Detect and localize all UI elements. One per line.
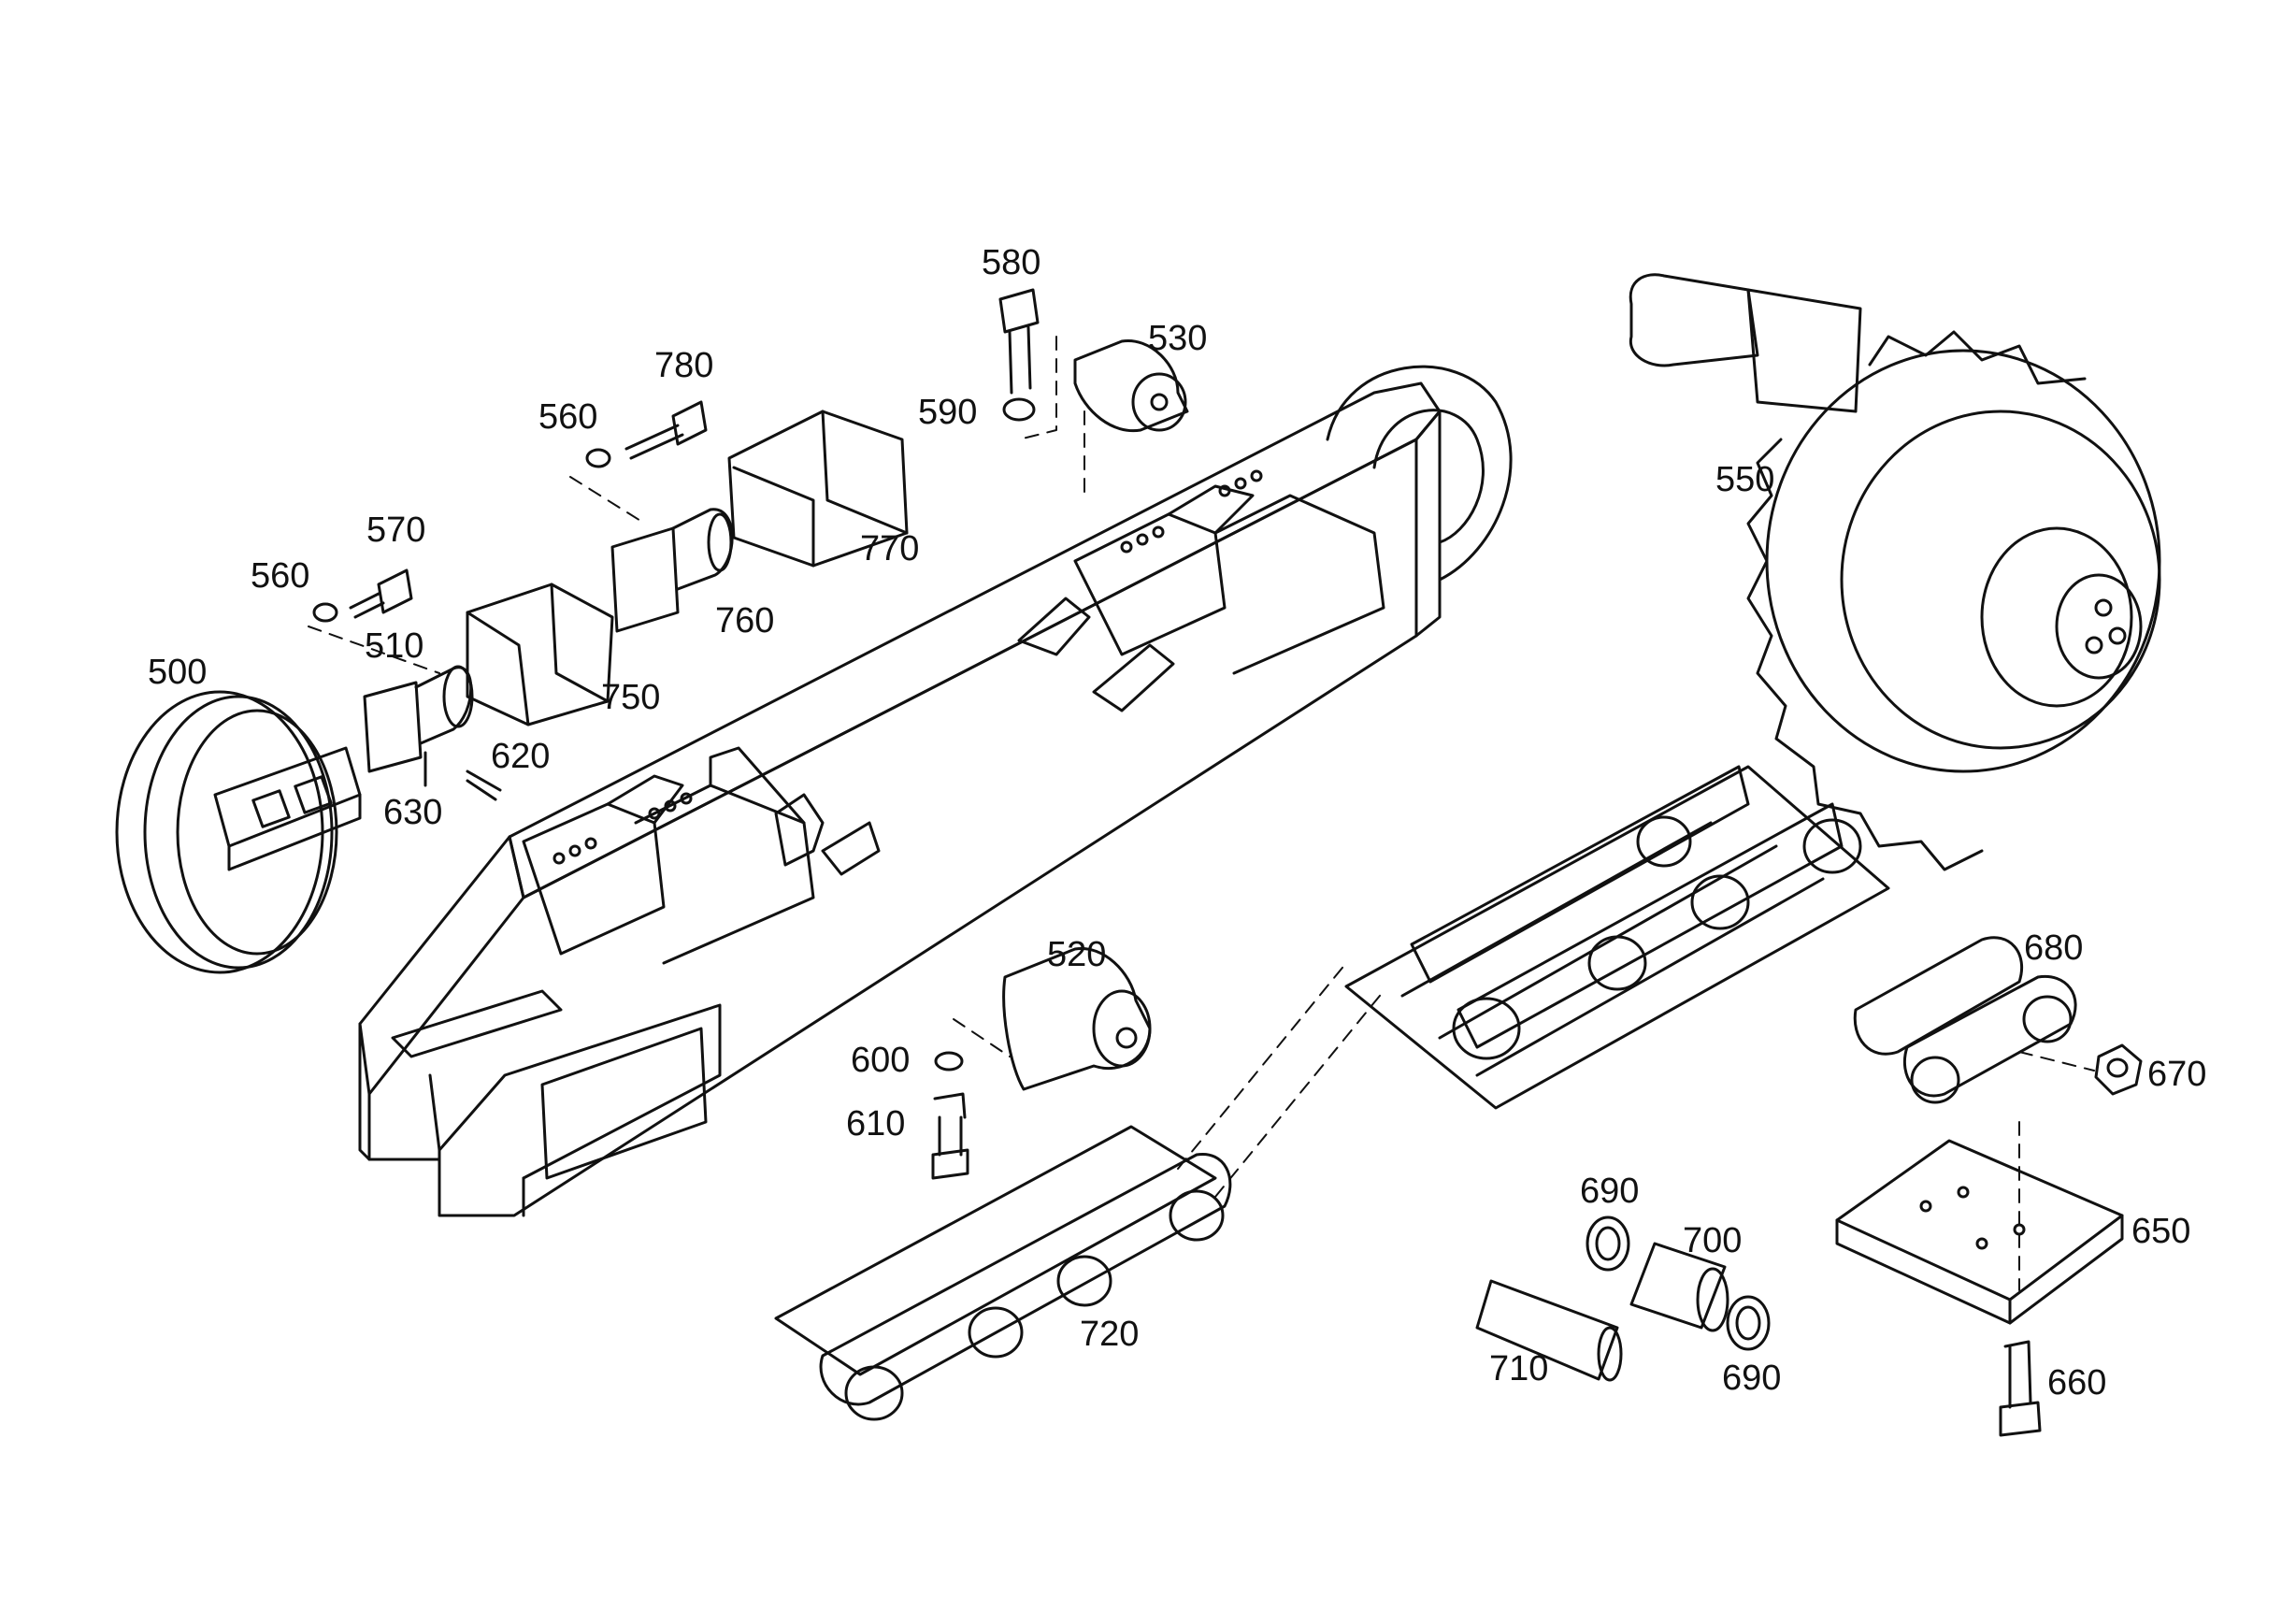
label-530: 530 xyxy=(1148,319,1208,358)
label-660: 660 xyxy=(2047,1363,2107,1402)
label-690-upper: 690 xyxy=(1580,1172,1640,1211)
track-roller-520-drawing xyxy=(953,946,1152,1091)
label-500: 500 xyxy=(148,653,208,692)
label-680: 680 xyxy=(2024,928,2084,968)
label-560-lower: 560 xyxy=(251,556,310,596)
carrier-roller-530-drawing xyxy=(1073,338,1189,496)
label-510: 510 xyxy=(365,626,424,666)
shoe-plate-650-drawing xyxy=(1835,1121,2124,1325)
label-600: 600 xyxy=(851,1041,911,1080)
nut-670-drawing xyxy=(2018,1043,2143,1096)
block-770-drawing xyxy=(727,410,909,568)
track-group-drawing xyxy=(1344,765,1890,1110)
bolt-580-drawing xyxy=(998,288,1057,440)
cartridge-760-drawing xyxy=(610,508,734,633)
label-650: 650 xyxy=(2131,1212,2191,1251)
label-760: 760 xyxy=(715,601,775,640)
sprocket-550-drawing xyxy=(1629,273,2161,871)
label-710: 710 xyxy=(1489,1349,1549,1388)
label-520: 520 xyxy=(1047,935,1107,974)
label-610: 610 xyxy=(846,1104,906,1144)
idler-wheel-drawing xyxy=(115,690,362,974)
label-720: 720 xyxy=(1080,1315,1140,1354)
label-700: 700 xyxy=(1683,1221,1743,1260)
label-550: 550 xyxy=(1715,460,1775,499)
bolt-780-drawing xyxy=(569,400,708,525)
bolt-660-drawing xyxy=(1999,1340,2042,1437)
shaft-510-drawing xyxy=(363,665,474,773)
label-590: 590 xyxy=(918,393,978,432)
bolt-570-drawing xyxy=(308,568,440,674)
pin-620-drawing xyxy=(466,770,502,801)
track-chain-720-drawing xyxy=(774,962,1385,1421)
label-770: 770 xyxy=(860,529,920,568)
label-780: 780 xyxy=(654,346,714,385)
label-670: 670 xyxy=(2147,1055,2207,1094)
link-680-drawing xyxy=(1853,936,2077,1104)
label-630: 630 xyxy=(383,793,443,832)
label-570: 570 xyxy=(366,511,426,550)
pin-bushing-group-drawing xyxy=(1475,1215,1771,1382)
track-frame-drawing xyxy=(358,365,1513,1217)
label-690-lower: 690 xyxy=(1722,1359,1782,1398)
label-580: 580 xyxy=(982,243,1041,282)
label-560-upper: 560 xyxy=(538,397,598,437)
housing-750-drawing xyxy=(466,583,614,726)
bolt-610-drawing xyxy=(931,1051,969,1180)
label-750: 750 xyxy=(601,678,661,717)
label-620: 620 xyxy=(491,737,551,776)
